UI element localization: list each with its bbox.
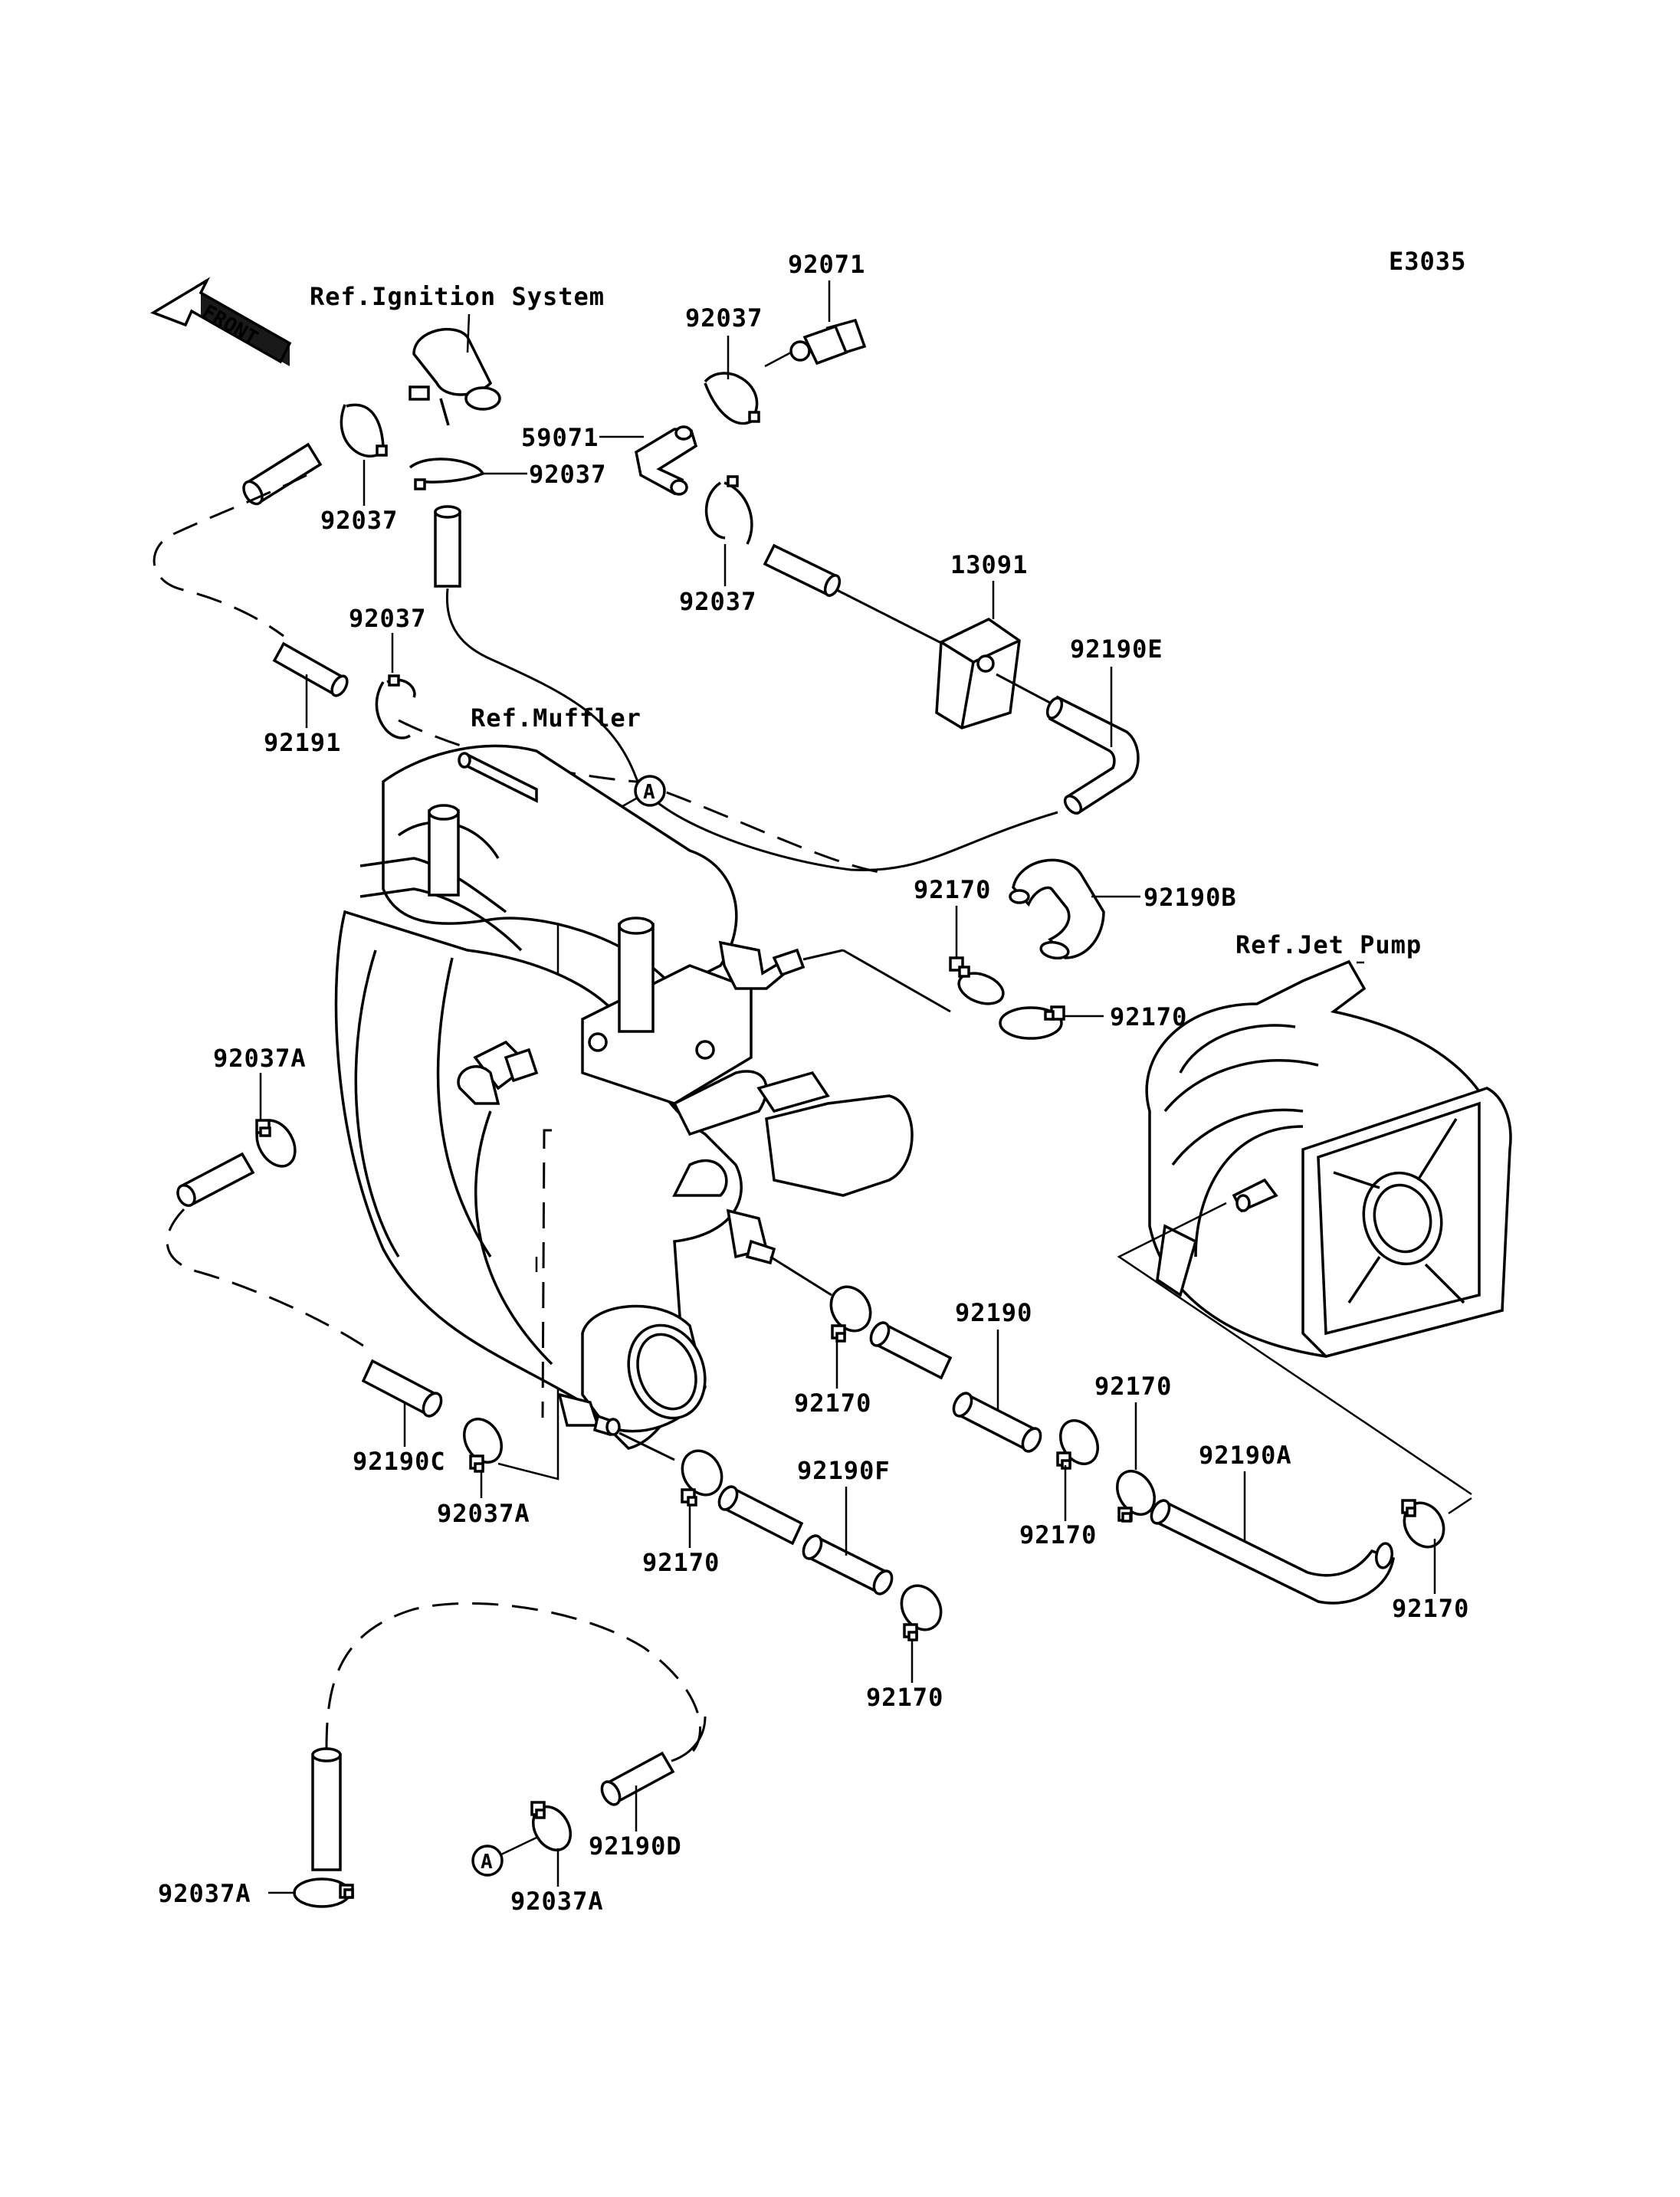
hose-short-left: [242, 442, 323, 506]
clamp-92037A-left: [255, 1119, 297, 1168]
label-92037-top-right: 92037: [685, 303, 763, 333]
label-92170-b2: 92170: [1110, 1002, 1187, 1031]
clamp-92170-lower-mid: [900, 1584, 943, 1641]
svg-text:A: A: [643, 781, 655, 804]
clamp-92037A-mid: [463, 1418, 503, 1473]
clamp-92037A-bottom-mid: [530, 1801, 572, 1851]
label-92190B: 92190B: [1144, 883, 1237, 912]
clamp-92170-mid: [829, 1285, 872, 1343]
muffler-lower-fittings: [457, 1040, 914, 1265]
leader-ignition: [466, 313, 471, 353]
leader-marker-a-bottom: [500, 1836, 537, 1856]
hose-left-92037A: [176, 1152, 255, 1207]
svg-text:A: A: [481, 1851, 493, 1874]
clamp-92037-left-lower: [375, 674, 416, 739]
label-92190E: 92190E: [1070, 635, 1163, 664]
label-92037A-left: 92037A: [213, 1044, 307, 1073]
ref-jet-pump: Ref.Jet Pump: [1235, 930, 1422, 959]
ref-ignition-system: Ref.Ignition System: [310, 282, 605, 311]
label-92170-right-mid: 92170: [1019, 1520, 1097, 1549]
label-92037-left: 92037: [320, 506, 398, 535]
muffler-manifold: [581, 917, 806, 1105]
label-92071: 92071: [788, 250, 865, 279]
route-outlet-92170: [619, 1431, 675, 1461]
clamp-92170-far-right: [1401, 1499, 1445, 1549]
clamp-92170-lower-left: [681, 1449, 724, 1507]
label-92037A-mid: 92037A: [437, 1499, 530, 1528]
diagram-code: E3035: [1389, 247, 1466, 276]
label-92190D: 92190D: [589, 1831, 682, 1861]
ref-muffler: Ref.Muffler: [471, 703, 641, 733]
label-92170-right-top: 92170: [1094, 1372, 1172, 1401]
hose-bottom-left: [311, 1747, 342, 1871]
label-92037-left-lower: 92037: [349, 604, 426, 633]
label-92170-far-right: 92170: [1392, 1594, 1469, 1623]
hose-92190B: [1009, 858, 1105, 960]
hose-92190E: [1045, 695, 1140, 815]
route-far-right: [1448, 1497, 1472, 1515]
route-dashed-muffler: [398, 719, 890, 875]
hose-92191: [272, 641, 349, 697]
hose-92190D: [600, 1751, 675, 1806]
fitting-92071: [789, 318, 867, 366]
marker-a-top: A: [634, 775, 666, 807]
route-dashed-left-lower: [166, 1208, 369, 1350]
clamp-92037-top-right: [704, 372, 760, 425]
label-92037-mid-right: 92037: [679, 587, 756, 616]
hose-92190C: [361, 1359, 443, 1418]
label-92170-lower-left: 92170: [642, 1548, 720, 1577]
label-92190F: 92190F: [797, 1456, 891, 1485]
label-92190: 92190: [955, 1298, 1032, 1327]
hose-vertical-ign: [434, 505, 461, 588]
route-dashed-muffler-inner: [541, 1129, 552, 1418]
route-92190D: [671, 1716, 707, 1763]
clamp-92037-mid-right: [704, 475, 753, 545]
label-92037A-bottom-mid: 92037A: [510, 1887, 604, 1916]
ignition-fitting: [409, 327, 501, 426]
route-13091: [836, 589, 951, 649]
clamp-92170-b: [949, 956, 1005, 1005]
label-92191: 92191: [264, 728, 341, 757]
leader-92071-conn: [764, 351, 792, 368]
label-92037-mid-ign: 92037: [529, 460, 606, 489]
block-13091: [935, 617, 1021, 730]
route-manifold-92170b: [842, 949, 951, 1013]
label-92170-mid: 92170: [794, 1389, 871, 1418]
route-muffler-92170-mid: [769, 1255, 832, 1297]
hose-92190-a: [869, 1321, 953, 1380]
clamp-92037A-bottom-left: [293, 1877, 354, 1908]
hose-92190A: [1150, 1499, 1395, 1605]
label-92170-lower-mid: 92170: [866, 1683, 943, 1712]
label-92190A: 92190A: [1199, 1441, 1292, 1470]
hose-92190F-a: [717, 1485, 804, 1546]
hose-92190F-b: [802, 1534, 894, 1595]
label-13091: 13091: [950, 550, 1028, 579]
label-59071: 59071: [521, 423, 599, 452]
route-dashed-bottom: [325, 1602, 701, 1756]
route-jet-pump-92170: [1117, 1202, 1472, 1496]
muffler-outlet: [557, 1304, 707, 1437]
clamp-92037-left: [340, 403, 388, 457]
label-92037A-bottom-left: 92037A: [158, 1879, 251, 1908]
clamp-92037-mid-ign: [409, 457, 485, 490]
hose-92190-b: [952, 1392, 1042, 1453]
label-92170-b: 92170: [914, 875, 991, 904]
label-92190C: 92190C: [353, 1447, 446, 1476]
jet-pump: [1145, 959, 1512, 1358]
clamp-92170-right-mid: [1056, 1419, 1099, 1470]
clamp-92170-right-top: [1116, 1470, 1156, 1523]
route-manifold-92170: [802, 949, 844, 961]
clamp-92170-b2: [999, 1005, 1065, 1040]
hose-13091-side: [763, 543, 842, 597]
front-arrow-icon: FRONT: [150, 277, 292, 366]
elbow-59071: [635, 425, 698, 496]
route-dashed-left: [153, 474, 307, 638]
marker-a-bottom: A: [471, 1844, 504, 1877]
